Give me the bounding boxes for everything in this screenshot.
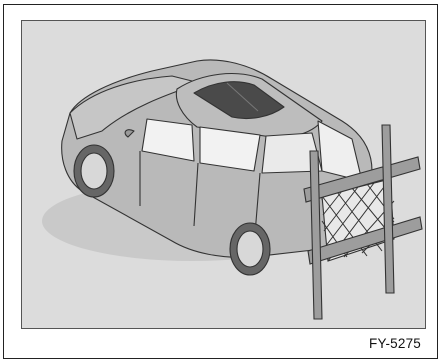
car-fence-illustration [21,20,426,329]
figure-frame: FY-5275 [3,4,438,359]
figure-code: FY-5275 [369,336,421,351]
car-fence-drawing [22,21,426,329]
